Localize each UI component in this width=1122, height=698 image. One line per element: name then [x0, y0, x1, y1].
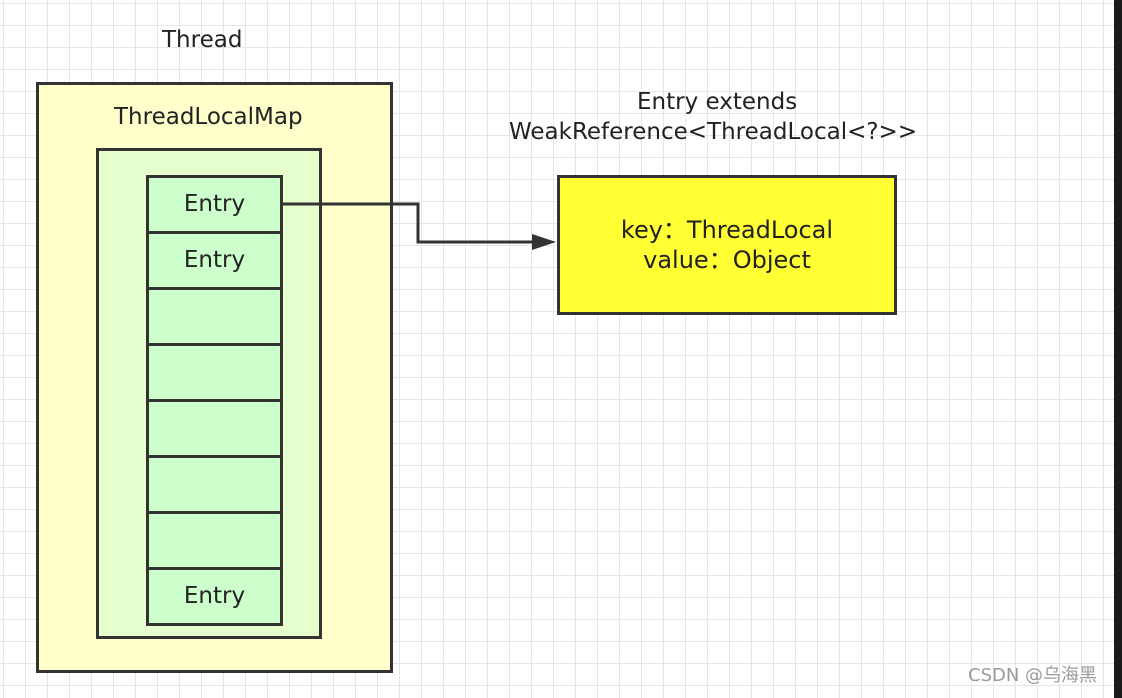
entry-slot-5 — [149, 402, 280, 458]
entry-slot-7 — [149, 514, 280, 570]
threadlocalmap-title: ThreadLocalMap — [114, 104, 303, 130]
arrow-head — [532, 234, 556, 250]
entry-slot-1: Entry — [149, 178, 280, 234]
entry-slot-8: Entry — [149, 570, 280, 626]
window-edge — [1114, 0, 1122, 698]
entry-slot-2: Entry — [149, 234, 280, 290]
entry-slot-3 — [149, 290, 280, 346]
entry-class-line1: Entry extends — [637, 89, 798, 115]
entry-value-line: value：Object — [643, 246, 811, 274]
entry-key-line: key：ThreadLocal — [620, 216, 834, 244]
entry-class-line2: WeakReference<ThreadLocal<?>> — [509, 119, 918, 145]
arrow-line — [282, 202, 536, 244]
thread-title: Thread — [162, 27, 243, 53]
entry-slot-4 — [149, 346, 280, 402]
entry-slot-6 — [149, 458, 280, 514]
watermark: CSDN @乌海黑 — [968, 665, 1098, 686]
entry-table: Entry Entry Entry — [146, 175, 283, 626]
entry-object-box: key：ThreadLocal value：Object — [557, 175, 897, 315]
